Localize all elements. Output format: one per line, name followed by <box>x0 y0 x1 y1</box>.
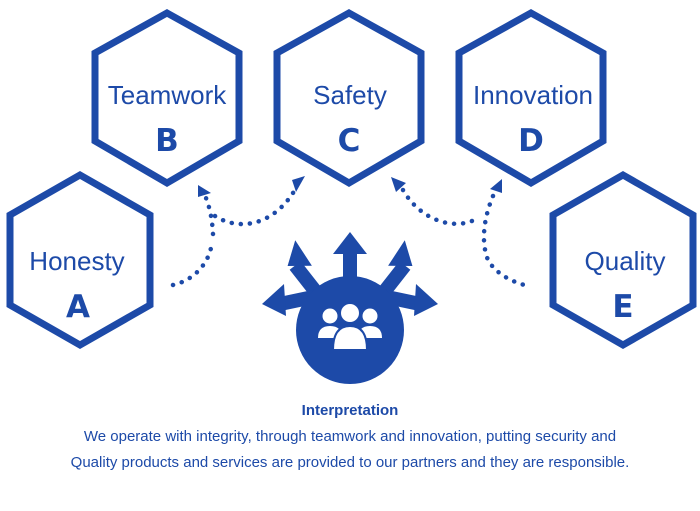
interpretation-caption: Interpretation We operate with integrity… <box>0 402 700 476</box>
dotted-connector-safety <box>212 185 299 227</box>
hexagon-honesty: Honesty A <box>6 170 154 350</box>
hexagon-letter-a: A <box>66 289 90 325</box>
hexagon-teamwork: Teamwork B <box>91 8 243 188</box>
arrowhead-teamwork <box>198 185 211 197</box>
hexagon-word-innovation: Innovation <box>473 80 593 110</box>
dotted-connector-innovation <box>400 187 481 227</box>
values-diagram: Honesty A Teamwork B Safety C Innovation… <box>6 8 697 384</box>
caption-line-2: Quality products and services are provid… <box>70 454 630 471</box>
hexagon-word-quality: Quality <box>585 246 666 276</box>
hexagon-word-teamwork: Teamwork <box>108 80 227 110</box>
hexagon-letter-d: D <box>518 123 544 159</box>
team-people-icon <box>262 232 438 384</box>
arrowhead-safety <box>292 176 305 192</box>
hexagon-word-honesty: Honesty <box>29 246 124 276</box>
dotted-connector-teamwork <box>203 195 216 237</box>
caption-line-1: We operate with integrity, through teamw… <box>83 428 617 445</box>
caption-title: Interpretation <box>301 402 399 419</box>
hexagon-letter-e: E <box>612 289 633 325</box>
hexagon-letter-b: B <box>155 123 179 159</box>
dotted-connector-quality <box>481 193 531 289</box>
dotted-connector-honesty <box>170 239 215 288</box>
hexagon-safety: Safety C <box>273 8 425 188</box>
arrowhead-innovation-left <box>391 177 406 192</box>
hexagon-quality: Quality E <box>549 170 697 350</box>
arrowhead-innovation-right <box>490 179 502 193</box>
people-silhouettes <box>318 302 382 351</box>
hexagon-word-safety: Safety <box>313 80 387 110</box>
hexagon-innovation: Innovation D <box>455 8 607 188</box>
hexagon-letter-c: C <box>338 123 361 159</box>
